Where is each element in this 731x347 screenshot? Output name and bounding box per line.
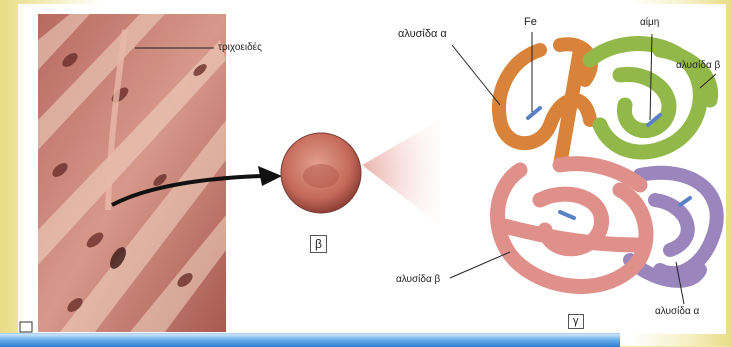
heme-label: αίμη xyxy=(640,17,659,28)
chain-alpha-top-label: αλυσίδα α xyxy=(398,28,447,40)
micrograph-panel xyxy=(20,14,226,332)
red-blood-cell xyxy=(281,133,361,213)
chain-alpha-bottom-label: αλυσίδα α xyxy=(655,306,699,317)
iron-label: Fe xyxy=(524,16,537,28)
bottom-bar xyxy=(0,333,620,347)
panel-label-molecule: γ xyxy=(568,314,584,329)
panel-label-cell: β xyxy=(310,235,327,253)
hemoglobin-molecule xyxy=(498,44,717,287)
zoom-rays xyxy=(362,120,440,225)
chain-beta-right-label: αλυσίδα β xyxy=(676,60,720,71)
chain-beta-bottom-label: αλυσίδα β xyxy=(396,274,440,285)
capillary-label: τριχοειδές xyxy=(218,42,262,53)
